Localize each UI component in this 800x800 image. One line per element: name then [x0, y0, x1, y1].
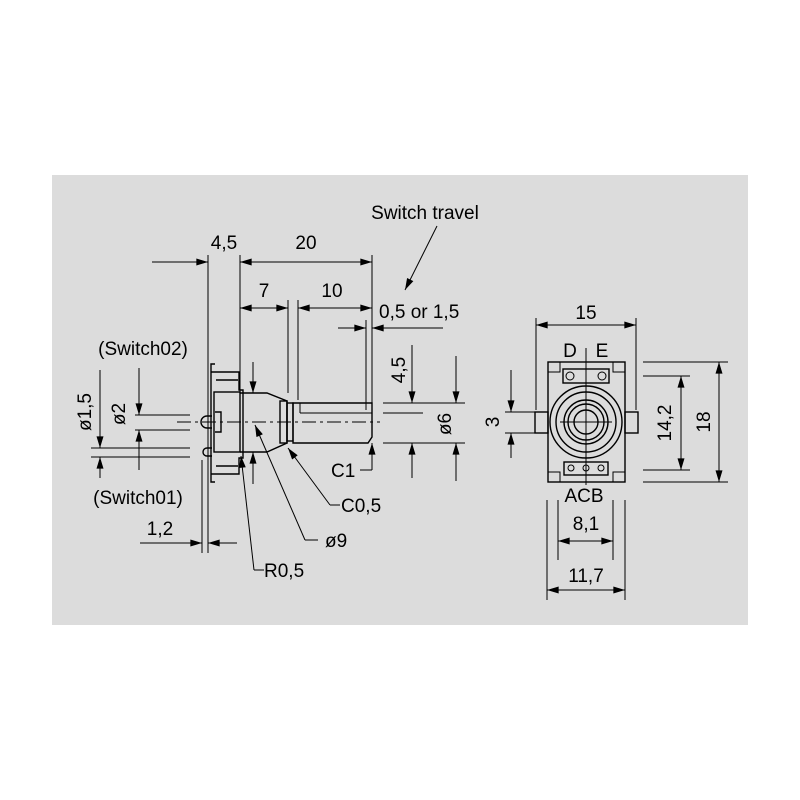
dim-8-1: 8,1: [573, 514, 599, 535]
dim-20: 20: [295, 233, 316, 254]
dim-18: 18: [694, 411, 715, 432]
drawing-panel: [52, 175, 748, 625]
switch02-label: (Switch02): [98, 339, 188, 360]
chamfer-c1: C1: [331, 461, 355, 482]
side-view: 4,5 20 7 10 Switch travel 0,5 or 1,5: [75, 203, 479, 582]
switch01-label: (Switch01): [93, 488, 183, 509]
dim-d2: ø2: [109, 403, 130, 425]
radius-r0-5: R0,5: [264, 561, 304, 582]
pins-acb-label: ACB: [564, 486, 603, 507]
dim-11-7: 11,7: [568, 566, 604, 587]
pin-d-label: D: [563, 341, 577, 362]
dim-7: 7: [259, 281, 270, 302]
pin-e-label: E: [596, 341, 609, 362]
dim-15: 15: [575, 303, 596, 324]
dim-d1-5: ø1,5: [75, 393, 96, 431]
dim-switch-travel: 0,5 or 1,5: [379, 302, 459, 323]
dim-3: 3: [483, 417, 504, 428]
dim-14-2: 14,2: [655, 405, 676, 442]
front-view: 15 D E ACB 3 14,2: [483, 303, 728, 600]
dim-d9: ø9: [325, 531, 347, 552]
dim-d6: ø6: [435, 413, 456, 435]
dim-4-5-shaft: 4,5: [389, 357, 410, 383]
chamfer-c0-5: C0,5: [341, 496, 381, 517]
switch-travel-label: Switch travel: [371, 203, 479, 224]
dim-4-5-top: 4,5: [211, 233, 237, 254]
dim-10: 10: [321, 281, 342, 302]
dim-1-2: 1,2: [147, 519, 173, 540]
